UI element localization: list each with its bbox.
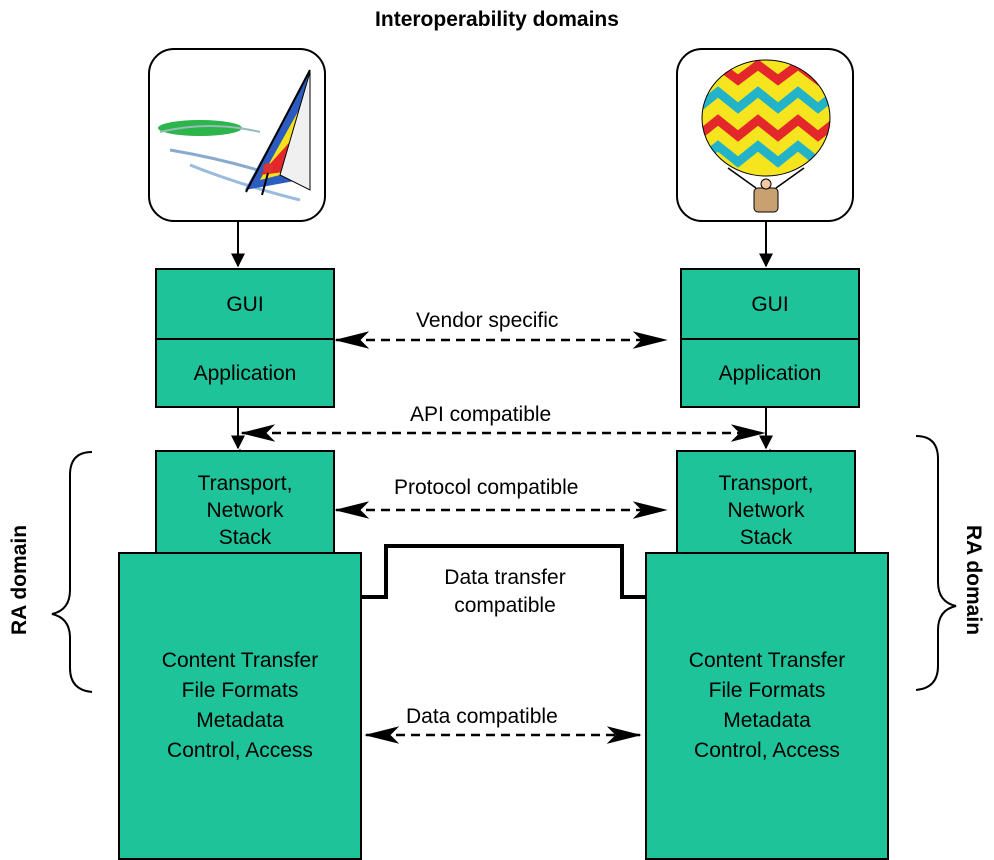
right-content-line-1: Content Transfer <box>688 649 846 672</box>
right-gui-label: GUI <box>751 292 789 316</box>
right-ra-brace <box>915 435 957 691</box>
right-transport-box: Transport, Network Stack <box>676 450 856 570</box>
right-image-frame <box>676 48 854 222</box>
data-compatible-label: Data compatible <box>406 705 558 728</box>
data-transfer-label: Data transfer compatible <box>400 566 610 618</box>
left-transport-line-2: Network <box>206 498 284 522</box>
left-application-box: Application <box>155 338 335 408</box>
left-gui-label: GUI <box>226 292 264 316</box>
windsurfer-icon <box>158 69 311 202</box>
right-content-box: Content Transfer File Formats Metadata C… <box>645 552 889 860</box>
vendor-specific-label: Vendor specific <box>416 309 559 332</box>
hot-air-balloon-icon <box>701 59 831 213</box>
right-ra-domain-label: RA domain <box>962 524 986 636</box>
left-content-line-3: Metadata <box>196 709 284 732</box>
diagram-title: Interoperability domains <box>375 8 619 31</box>
right-transport-line-2: Network <box>727 498 805 522</box>
data-transfer-line-1: Data transfer <box>444 566 566 589</box>
right-content-line-3: Metadata <box>723 709 811 732</box>
left-content-line-4: Control, Access <box>167 739 313 762</box>
right-content-line-4: Control, Access <box>694 739 840 762</box>
right-gui-box: GUI <box>680 268 860 340</box>
right-application-label: Application <box>718 361 822 385</box>
api-compatible-label: API compatible <box>410 403 552 426</box>
left-application-label: Application <box>193 361 297 385</box>
left-transport-line-3: Stack <box>218 525 272 549</box>
left-transport-box: Transport, Network Stack <box>155 450 335 570</box>
left-ra-brace <box>51 451 93 693</box>
left-gui-box: GUI <box>155 268 335 340</box>
right-transport-line-1: Transport, <box>718 471 814 495</box>
left-transport-line-1: Transport, <box>197 471 293 495</box>
left-image-frame <box>148 48 326 222</box>
right-content-line-2: File Formats <box>708 679 826 702</box>
protocol-compatible-label: Protocol compatible <box>394 476 579 499</box>
left-ra-domain-label: RA domain <box>8 524 32 636</box>
left-content-line-1: Content Transfer <box>161 649 319 672</box>
left-content-line-2: File Formats <box>181 679 299 702</box>
right-application-box: Application <box>680 338 860 408</box>
data-transfer-line-2: compatible <box>454 594 556 617</box>
right-transport-line-3: Stack <box>739 525 793 549</box>
left-content-box: Content Transfer File Formats Metadata C… <box>118 552 362 860</box>
